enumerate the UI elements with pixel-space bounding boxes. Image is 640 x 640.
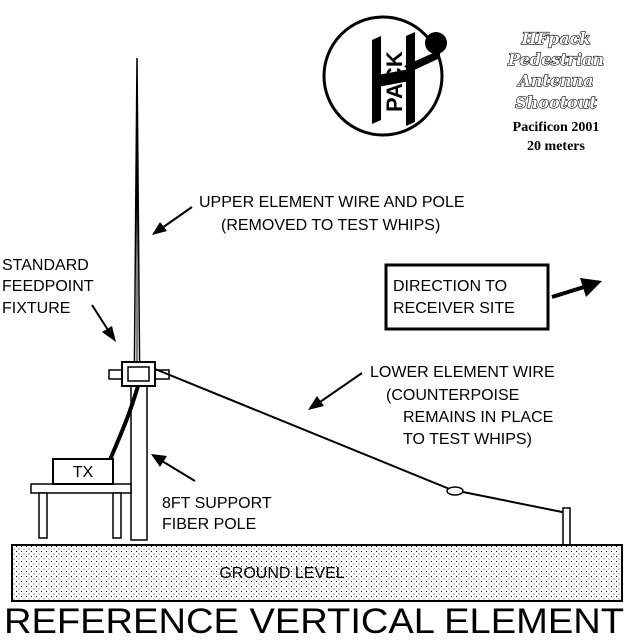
logo-title-line-2: Pedestrian	[507, 50, 604, 69]
tx-table	[30, 483, 132, 539]
upper-element-arrow	[161, 206, 193, 229]
feedpoint-label-line-3: FIXTURE	[2, 300, 70, 317]
wire-insulator	[446, 486, 464, 496]
logo-event: Pacificon 2001	[513, 120, 600, 135]
support-pole-label-line-1: 8FT SUPPORT	[162, 495, 272, 512]
feedpoint-label-line-2: FEEDPOINT	[2, 278, 94, 295]
lower-element-label-line-1: LOWER ELEMENT WIRE	[370, 364, 555, 381]
logo-title-line-1: HFpack	[521, 29, 591, 48]
coax-cable	[108, 385, 140, 461]
tx-label: TX	[73, 464, 94, 481]
logo-title-line-4: Shootout	[515, 93, 597, 112]
direction-arrowhead	[580, 278, 602, 297]
counterpoise-wire	[154, 368, 453, 491]
hfpack-logo: PACK HFpack Pedestrian Antenna Shootout …	[322, 15, 605, 154]
support-pole-label-line-2: FIBER POLE	[162, 516, 256, 533]
feedpoint-arrowhead	[102, 326, 116, 342]
ground-stake	[562, 507, 571, 546]
logo-mark-text: PACK	[382, 51, 407, 112]
lower-element-arrowhead	[308, 396, 324, 410]
tx-box	[52, 458, 114, 485]
support-pole-arrowhead	[151, 454, 167, 467]
upper-element-arrowhead	[152, 222, 167, 235]
ground-level-label: GROUND LEVEL	[219, 565, 344, 582]
lower-element-arrow	[319, 372, 363, 403]
lower-element-label-line-2: (COUNTERPOISE	[386, 387, 519, 404]
logo-dot	[425, 32, 447, 54]
lower-element-label-line-3: REMAINS IN PLACE	[403, 409, 553, 426]
feedpoint-label-line-1: STANDARD	[2, 257, 89, 274]
footer-title: REFERENCE VERTICAL ELEMENT	[4, 602, 624, 640]
logo-band: 20 meters	[527, 139, 585, 154]
upper-element-label-line-1: UPPER ELEMENT WIRE AND POLE	[199, 194, 465, 211]
ground-block	[11, 544, 623, 602]
direction-label-line-1: DIRECTION TO	[393, 278, 507, 295]
support-pole-arrow	[161, 460, 196, 482]
feedpoint-arrow	[91, 304, 109, 331]
upper-element-label-line-2: (REMOVED TO TEST WHIPS)	[221, 217, 440, 234]
feedpoint-fixture	[108, 361, 170, 387]
counterpoise-guy-wire	[462, 491, 568, 514]
logo-title-line-3: Antenna	[516, 71, 593, 90]
logo-h-mark	[372, 32, 415, 126]
direction-arrow	[551, 285, 585, 299]
logo-f-bar	[404, 50, 440, 72]
direction-label-line-2: RECEIVER SITE	[393, 300, 515, 317]
lower-element-label-line-4: TO TEST WHIPS)	[403, 431, 532, 448]
direction-box	[384, 263, 550, 331]
